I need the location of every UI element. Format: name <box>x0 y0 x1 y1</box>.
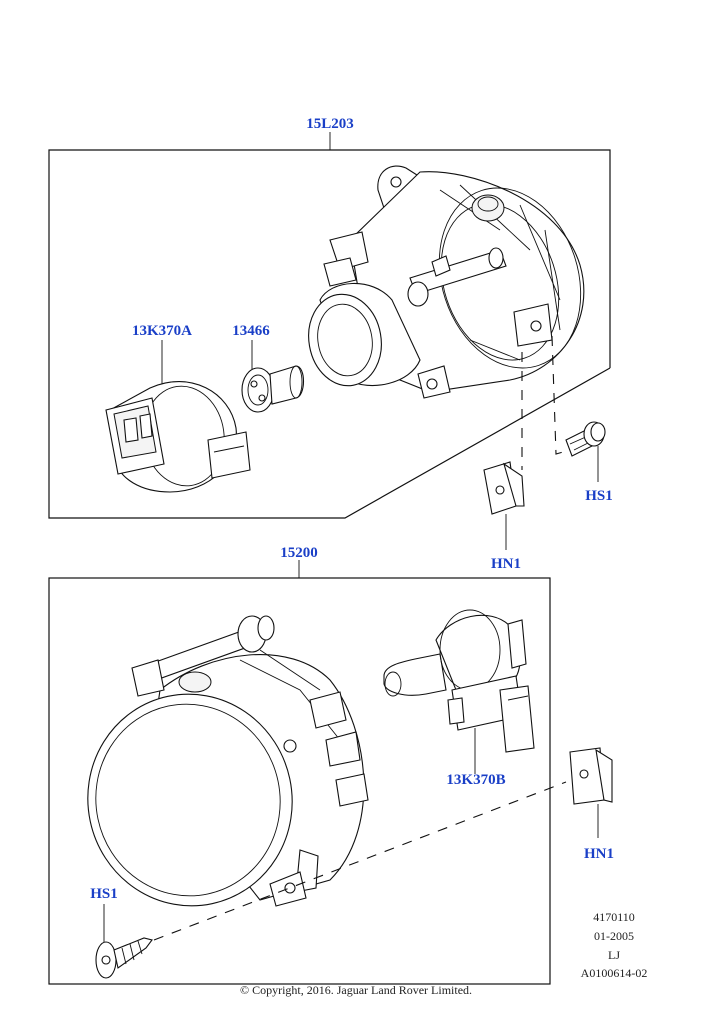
upper-panel-frame <box>48 149 611 519</box>
lower-clip[interactable] <box>569 747 613 805</box>
lower-bulb-connector[interactable] <box>383 609 535 753</box>
upper-connector-label[interactable]: 13K370A <box>132 323 192 339</box>
upper-bulb-label[interactable]: 13466 <box>232 323 270 339</box>
reference-block: 4170110 01-2005 LJ A0100614-02 <box>581 910 648 980</box>
lower-panel: 15200 <box>48 545 614 985</box>
upper-assembly-label[interactable]: 15L203 <box>306 116 354 132</box>
reference-line-3: LJ <box>608 948 620 962</box>
upper-connector[interactable] <box>105 381 251 493</box>
lower-connector-label[interactable]: 13K370B <box>446 772 505 788</box>
upper-screw-label[interactable]: HS1 <box>585 488 613 504</box>
upper-clip[interactable] <box>483 461 525 515</box>
upper-screw[interactable] <box>565 421 606 457</box>
upper-clip-label[interactable]: HN1 <box>491 556 521 572</box>
copyright-notice: © Copyright, 2016. Jaguar Land Rover Lim… <box>240 983 472 997</box>
lower-screw-label[interactable]: HS1 <box>90 886 118 902</box>
lower-screw[interactable] <box>95 937 153 979</box>
reference-line-1: 4170110 <box>593 910 635 924</box>
lower-fog-lamp[interactable] <box>68 615 369 925</box>
lower-panel-frame <box>48 577 551 985</box>
upper-panel: 15L203 <box>48 116 613 572</box>
reference-line-4: A0100614-02 <box>581 966 648 980</box>
lower-alignment-line <box>153 781 567 941</box>
reference-line-2: 01-2005 <box>594 929 634 943</box>
upper-bulb[interactable] <box>241 365 305 413</box>
upper-screw-alignment-line <box>551 335 571 455</box>
upper-fog-lamp-housing[interactable] <box>302 165 604 399</box>
lower-clip-label[interactable]: HN1 <box>584 846 614 862</box>
lower-assembly-label[interactable]: 15200 <box>280 545 318 561</box>
